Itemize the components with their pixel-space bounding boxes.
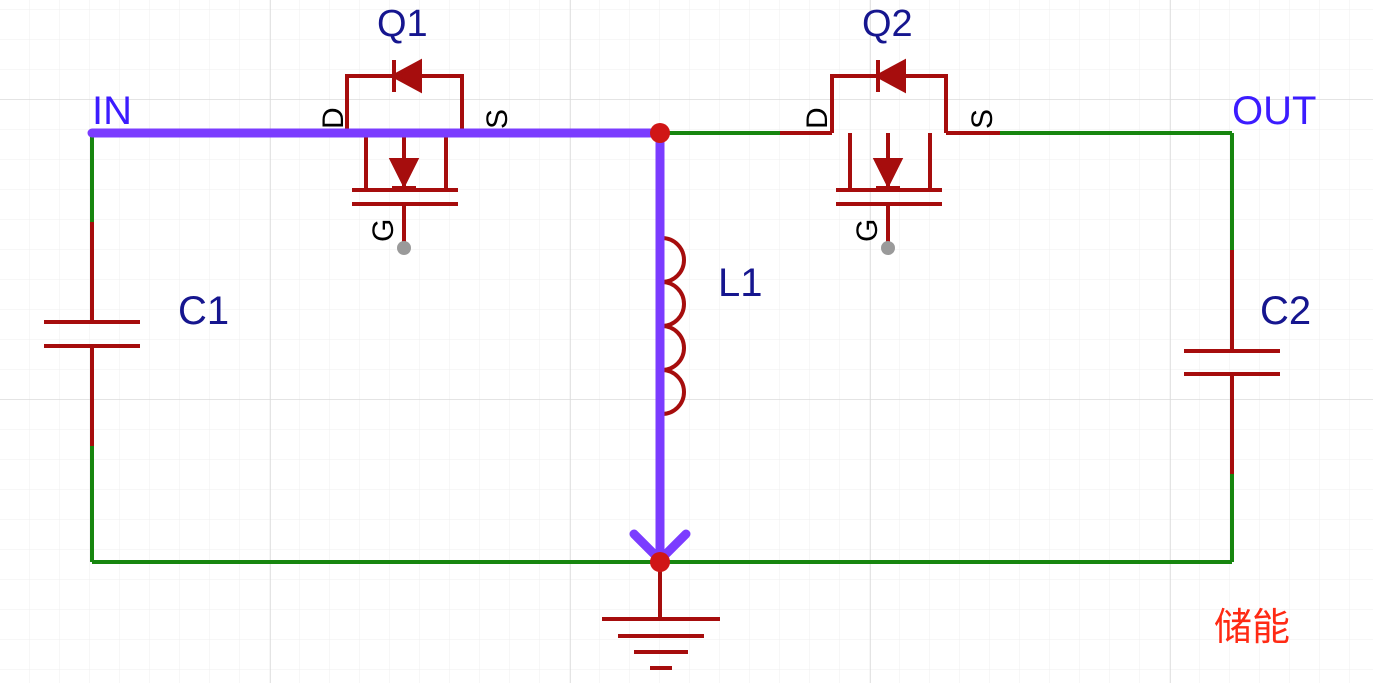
q2-designator: Q2	[862, 3, 913, 45]
capacitor-c1[interactable]	[44, 222, 140, 446]
q1-pin-g-label: G	[367, 219, 400, 242]
mosfet-q2[interactable]	[780, 58, 1000, 246]
capacitor-c2[interactable]	[1184, 250, 1280, 474]
c1-designator: C1	[178, 289, 229, 333]
q1-designator: Q1	[377, 3, 428, 45]
net-label-in[interactable]: IN	[92, 89, 132, 133]
junction-dot-ground-node	[650, 552, 670, 572]
q1-gate-pin-dot[interactable]	[397, 241, 411, 255]
phase-annotation: 储能	[1214, 605, 1290, 649]
q1-pin-s-label: S	[481, 109, 514, 129]
net-label-out[interactable]: OUT	[1232, 89, 1316, 133]
q2-pin-s-label: S	[966, 109, 999, 129]
q2-pin-g-label: G	[851, 219, 884, 242]
q2-gate-pin-dot[interactable]	[881, 241, 895, 255]
q1-pin-d-label: D	[317, 107, 350, 129]
c2-designator: C2	[1260, 289, 1311, 333]
q2-pin-d-label: D	[801, 107, 834, 129]
l1-designator: L1	[718, 261, 763, 305]
junction-dot-switch-node	[650, 123, 670, 143]
mosfet-q1[interactable]	[345, 58, 464, 246]
